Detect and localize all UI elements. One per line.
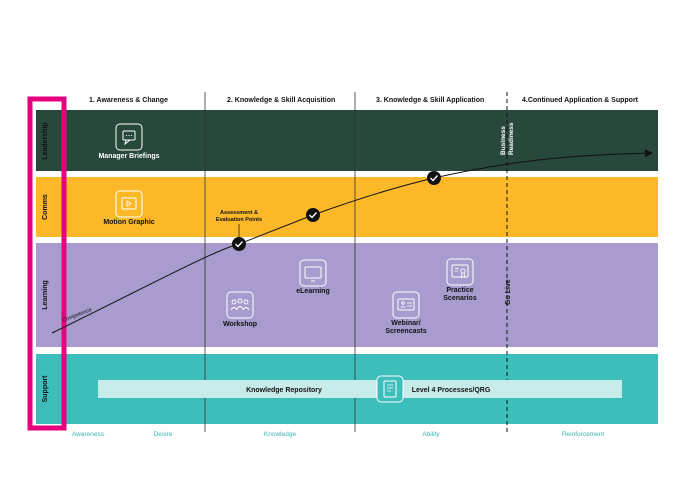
go-live-label: Go Live	[505, 279, 512, 305]
webinar-label-line2: Screencasts	[385, 328, 426, 335]
learning-label-cell	[36, 243, 52, 347]
lane-label-support: Support	[42, 375, 49, 402]
support-label-cell	[36, 354, 52, 424]
processes-qrg-label: Level 4 Processes/QRG	[412, 387, 491, 394]
phase-header-3: 3. Knowledge & Skill Application	[376, 97, 484, 104]
certificate-icon	[446, 258, 474, 286]
phase-header-2: 2. Knowledge & Skill Acquisition	[227, 97, 335, 104]
comms-label-cell	[36, 177, 52, 237]
assessment-label-line1: Assessment &	[220, 210, 258, 216]
knowledge-repository-label: Knowledge Repository	[246, 387, 322, 394]
manager-briefings-label: Manager Briefings	[98, 153, 159, 160]
webinar-label-line1: Webinar/	[391, 320, 420, 327]
video-play-icon	[115, 190, 143, 218]
checkpoint-icon	[427, 171, 441, 185]
practice-label-line1: Practice	[446, 287, 473, 294]
stage-awareness: Awareness	[72, 431, 105, 438]
lane-label-leadership: Leadership	[42, 122, 49, 159]
assessment-label-line2: Evaluation Points	[216, 217, 262, 223]
workshop-label: Workshop	[223, 321, 257, 328]
group-people-icon	[226, 291, 254, 319]
practice-label-line2: Scenarios	[443, 295, 477, 302]
lane-labels-highlight-frame	[27, 96, 67, 431]
motion-graphic-label: Motion Graphic	[103, 219, 154, 226]
knowledge-repository-bar	[98, 380, 622, 398]
lane-label-learning: Learning	[42, 280, 49, 310]
business-readiness-line1: Business	[500, 126, 507, 155]
stage-knowledge: Knowledge	[264, 431, 297, 438]
phase-header-1: 1. Awareness & Change	[89, 97, 168, 104]
elearning-label: eLearning	[296, 288, 329, 295]
phase-header-4: 4.Continued Application & Support	[522, 97, 639, 104]
document-list-icon	[376, 375, 404, 403]
monitor-icon	[299, 259, 327, 287]
stage-desire: Desire	[154, 431, 173, 438]
business-readiness-line2: Readiness	[508, 122, 515, 155]
leadership-label-cell	[36, 110, 52, 171]
chat-bubble-icon	[115, 123, 143, 151]
checkpoint-icon	[306, 208, 320, 222]
stage-ability: Ability	[422, 431, 440, 438]
stage-reinforcement: Reinforcement	[562, 431, 604, 438]
checkpoint-icon	[232, 237, 246, 251]
lane-label-comms: Comms	[42, 194, 49, 220]
screen-presentation-icon	[392, 291, 420, 319]
